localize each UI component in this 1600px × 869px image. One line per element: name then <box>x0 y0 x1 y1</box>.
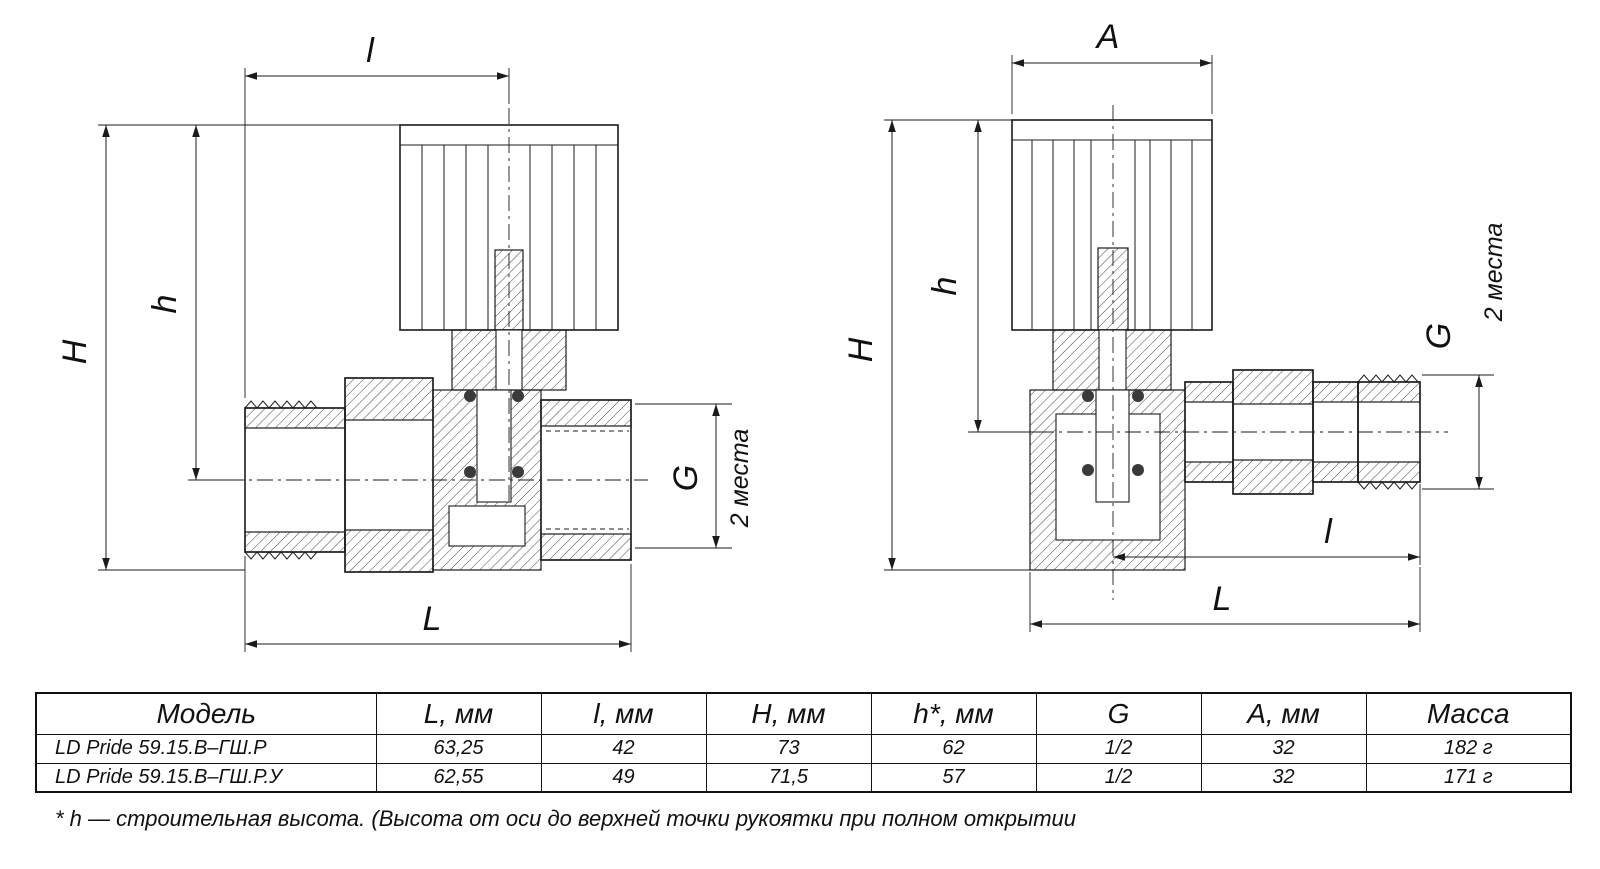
straight-valve-centerlines <box>228 108 648 505</box>
header-model: Модель <box>35 692 377 735</box>
dim-label-L: L <box>423 600 442 638</box>
angle-valve-centerlines <box>1038 105 1448 600</box>
dim-label-H: H <box>56 339 94 364</box>
header-l-mm: l, мм <box>540 692 707 735</box>
cell-G: 1/2 <box>1035 762 1202 793</box>
angle-valve-handle <box>1011 119 1213 331</box>
cell-l: 42 <box>540 733 707 764</box>
footnote: * h — строительная высота. (Высота от ос… <box>55 806 1076 831</box>
dim-note-2-places: 2 места <box>1480 223 1508 323</box>
technical-drawing-area: l H h <box>56 18 1508 652</box>
dim-label-A: A <box>1095 18 1120 56</box>
cell-A: 32 <box>1200 733 1367 764</box>
cell-G: 1/2 <box>1035 733 1202 764</box>
cell-h: 62 <box>870 733 1037 764</box>
angle-valve-body <box>1029 389 1186 571</box>
dim-label-G: G <box>667 465 705 491</box>
dimension-G: G 2 места <box>635 403 754 549</box>
table-row: LD Pride 59.15.В–ГШ.Р.У 62,55 49 71,5 57… <box>35 762 1572 793</box>
dim-label-l: l <box>1324 513 1333 551</box>
cell-mass: 182 г <box>1365 733 1572 764</box>
dimension-l-angle: l <box>1113 484 1421 565</box>
cell-model: LD Pride 59.15.В–ГШ.Р <box>35 733 377 764</box>
table-header-row: Модель L, мм l, мм H, мм h*, мм G A, мм … <box>35 692 1572 735</box>
cell-h: 57 <box>870 762 1037 793</box>
dimension-L: L <box>244 556 632 652</box>
dimension-L-angle: L <box>1029 567 1421 632</box>
cell-L: 62,55 <box>375 762 542 793</box>
header-mass: Масса <box>1365 692 1572 735</box>
header-L-mm: L, мм <box>375 692 542 735</box>
dim-label-l: l <box>366 32 375 70</box>
cell-A: 32 <box>1200 762 1367 793</box>
cell-mass: 171 г <box>1365 762 1572 793</box>
header-h-mm: h*, мм <box>870 692 1037 735</box>
dim-note-2-places: 2 места <box>726 429 754 529</box>
cell-l: 49 <box>540 762 707 793</box>
header-G: G <box>1035 692 1202 735</box>
dimension-h-angle: h <box>926 120 1042 433</box>
dim-label-L: L <box>1213 580 1232 618</box>
dimension-H-angle: H <box>842 119 1030 571</box>
header-A-mm: A, мм <box>1200 692 1367 735</box>
specification-table: Модель L, мм l, мм H, мм h*, мм G A, мм … <box>35 692 1572 793</box>
header-H-mm: H, мм <box>705 692 872 735</box>
dim-label-G: G <box>1420 323 1458 349</box>
straight-valve-drawing: l H h <box>56 32 754 652</box>
cell-model: LD Pride 59.15.В–ГШ.Р.У <box>35 762 377 793</box>
dimension-G-angle: G 2 места <box>1420 223 1508 490</box>
angle-valve-bonnet <box>1052 329 1172 391</box>
dim-label-H: H <box>842 337 880 362</box>
cell-H: 73 <box>705 733 872 764</box>
table-row: LD Pride 59.15.В–ГШ.Р 63,25 42 73 62 1/2… <box>35 733 1572 764</box>
dimension-A: A <box>1011 18 1213 114</box>
valves-drawing: l H h <box>56 18 1508 652</box>
dim-label-h: h <box>926 277 964 296</box>
dimension-H: H <box>56 124 400 571</box>
dimension-h: h <box>146 125 232 481</box>
angle-valve-drawing: A H h <box>842 18 1508 632</box>
dim-label-h: h <box>146 295 184 314</box>
straight-valve-body <box>244 377 632 573</box>
dimension-l: l <box>244 32 510 398</box>
cell-H: 71,5 <box>705 762 872 793</box>
cell-L: 63,25 <box>375 733 542 764</box>
